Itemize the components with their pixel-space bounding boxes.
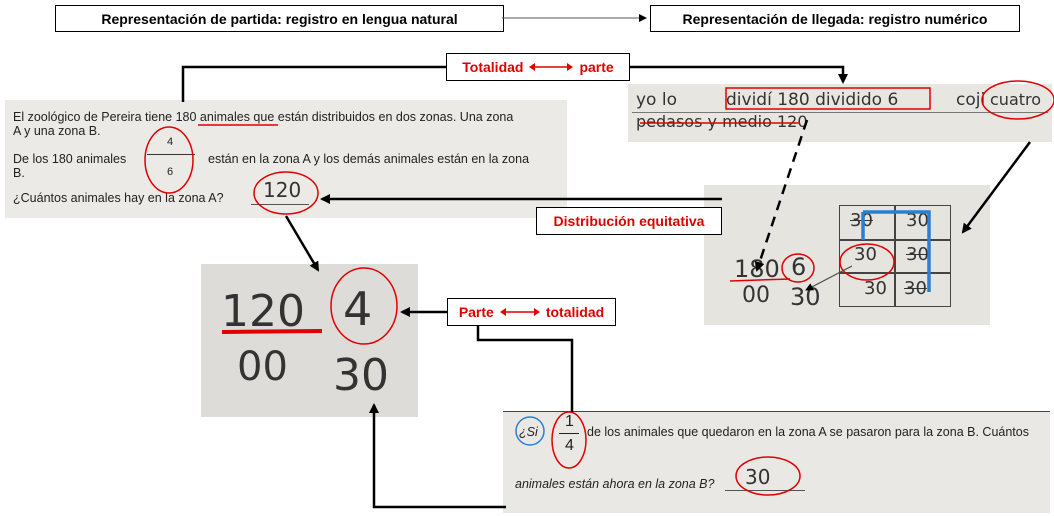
division-120-quotient: 30 [333, 350, 389, 401]
end-representation-label: Representación de llegada: registro numé… [650, 5, 1020, 32]
double-arrow-icon [529, 63, 574, 71]
dashed-arrow-to-divisor [754, 119, 809, 272]
whole-part-label: Totalidad parte [446, 53, 630, 81]
student-text-panel: yo lo dividí 180 dividido 6 coji cuatro … [628, 84, 1052, 142]
problem1-answer-line [251, 204, 309, 205]
problem1-line1: El zoológico de Pereira tiene 180 animal… [13, 110, 514, 124]
problem2-line2: animales están ahora en la zona B? [515, 477, 715, 491]
circle-cuatro [981, 80, 1054, 120]
distribution-grid: 30 30 30 30 30 30 [839, 205, 951, 307]
student-text-line2: pedasos y medio 120 [636, 112, 808, 131]
arrow-grid-to-quotient [805, 265, 853, 291]
underline-dividend-120 [221, 329, 323, 334]
circle-si [515, 416, 545, 446]
division-180-divisor: 6 [791, 253, 807, 281]
student-text-line1d: cuatro [990, 90, 1042, 109]
circle-answer-120 [253, 171, 319, 215]
division-180-remainder: 00 [742, 283, 770, 308]
part-whole-right-text: totalidad [545, 304, 605, 320]
equal-distribution-text: Distribución equitativa [553, 213, 705, 229]
circle-fraction-1-4 [551, 411, 587, 469]
grid-cell-5: 30 [864, 278, 887, 299]
division-120-remainder: 00 [237, 344, 288, 390]
problem1-fraction-den: 6 [167, 166, 174, 178]
problem2-top-rule [503, 411, 1050, 412]
grid-cell-6: 30 [904, 278, 927, 299]
student-text-rule [632, 112, 1048, 113]
double-arrow-icon-2 [499, 308, 540, 316]
grid-cell-3: 30 [854, 244, 877, 265]
problem1-line2: A y una zona B. [13, 124, 101, 138]
grid-blue-mark [863, 210, 931, 292]
problem2-answer: 30 [745, 465, 771, 489]
whole-part-right-text: parte [579, 59, 614, 75]
division-180-panel: 180 6 00 30 30 30 30 30 30 30 [704, 185, 990, 325]
start-representation-text: Representación de partida: registro en l… [101, 10, 458, 27]
problem1-line4: B. [13, 166, 25, 180]
student-text-line1a: yo lo [636, 90, 677, 110]
problem1-question: ¿Cuántos animales hay en la zona A? [13, 191, 224, 205]
part-whole-left-text: Parte [458, 304, 494, 320]
problem1-answer: 120 [263, 178, 302, 202]
problem2-answer-line [725, 490, 805, 491]
problem2-fraction-num: 1 [565, 413, 574, 430]
problem1-fraction-bar [147, 154, 195, 155]
part-whole-label: Parte totalidad [447, 298, 616, 326]
grid-cell-4: 30 [906, 244, 929, 265]
box-dividi-180 [725, 87, 931, 110]
circle-fraction-4-6 [144, 126, 194, 194]
circle-answer-30 [735, 456, 801, 496]
problem2-si: ¿Si [519, 425, 538, 439]
problem1-fraction-num: 4 [167, 136, 174, 148]
problem1-line3b: están en la zona A y los demás animales … [208, 152, 530, 166]
division-120-divisor: 4 [343, 282, 373, 336]
end-representation-text: Representación de llegada: registro numé… [682, 10, 988, 27]
student-text-line1b: dividí 180 dividido 6 [726, 90, 899, 110]
whole-part-left-text: Totalidad [462, 59, 524, 75]
grid-cell-2: 30 [906, 210, 929, 231]
grid-hline-2 [840, 272, 950, 274]
division-120-dividend: 120 [221, 286, 305, 337]
underline-dividend-180 [729, 278, 791, 282]
student-text-line1c: coji [956, 90, 986, 110]
problem2-fraction-den: 4 [565, 437, 574, 454]
circle-grid-30 [839, 243, 895, 281]
part-whole-connector [400, 307, 574, 412]
division-120-panel: 120 4 00 30 [201, 264, 418, 417]
grid-hline-1 [840, 239, 950, 241]
circle-divisor-4 [330, 267, 398, 345]
arrow-to-120-division [284, 215, 320, 272]
problem2-line1: de los animales que quedaron en la zona … [587, 425, 1029, 439]
grid-vline [894, 206, 896, 306]
arrow-cuatro-to-grid [961, 141, 1032, 234]
problem2-panel: ¿Si 1 4 de los animales que quedaron en … [503, 411, 1050, 513]
circle-divisor-6 [781, 253, 815, 283]
problem1-line3a: De los 180 animales [13, 152, 127, 166]
equal-distribution-label: Distribución equitativa [536, 207, 722, 235]
problem2-fraction-bar [559, 433, 579, 434]
answer-return-connector [369, 403, 506, 509]
start-representation-label: Representación de partida: registro en l… [55, 5, 504, 32]
